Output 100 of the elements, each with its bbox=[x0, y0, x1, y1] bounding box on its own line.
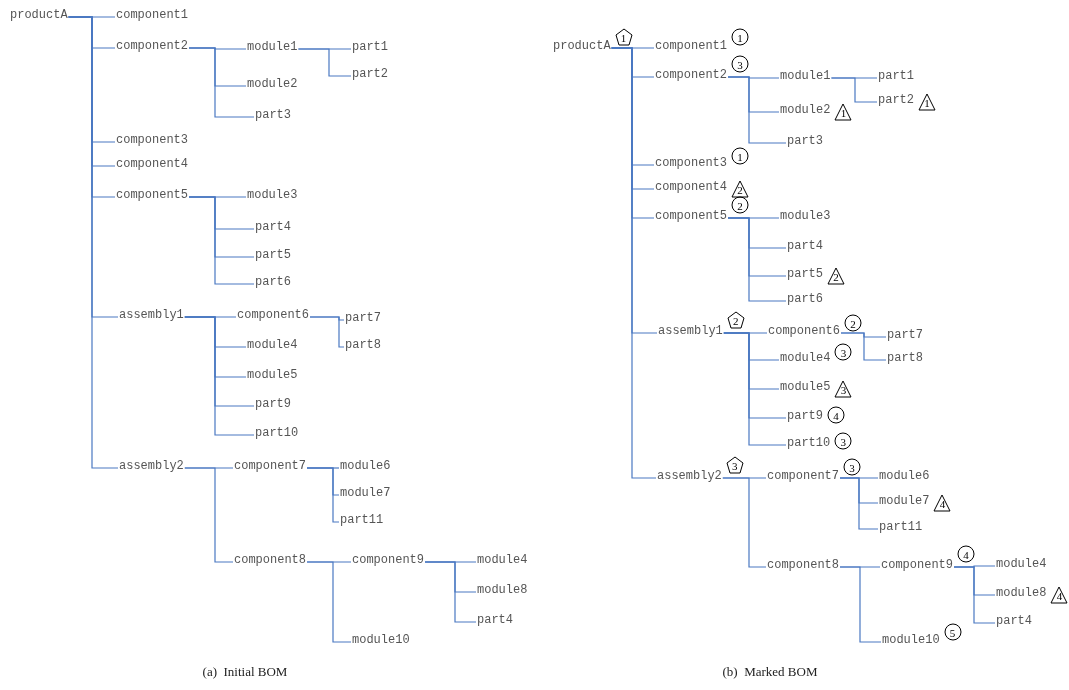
node-label: module3 bbox=[780, 209, 831, 223]
node-label: part4 bbox=[787, 239, 823, 253]
node-label: module10 bbox=[882, 633, 940, 647]
node-label: part9 bbox=[255, 397, 291, 411]
node-label: component3 bbox=[655, 156, 727, 170]
circle-marker: 1 bbox=[731, 147, 749, 165]
node-label: module7 bbox=[879, 494, 930, 508]
node-label: component7 bbox=[234, 459, 306, 473]
figure-caption: (a) Initial BOM bbox=[202, 664, 288, 680]
node-label: component6 bbox=[237, 308, 309, 322]
tree-connector bbox=[184, 467, 234, 563]
node-label: module4 bbox=[477, 553, 528, 567]
triangle-marker: 2 bbox=[827, 267, 845, 285]
node-label: part8 bbox=[887, 351, 923, 365]
node-label: module10 bbox=[352, 633, 410, 647]
node-label: module1 bbox=[247, 40, 298, 54]
tree-connector bbox=[727, 217, 787, 302]
node-label: module7 bbox=[340, 486, 391, 500]
triangle-marker: 3 bbox=[834, 380, 853, 398]
tree-connector bbox=[839, 566, 882, 643]
circle-marker: 2 bbox=[844, 314, 862, 332]
node-label: part5 bbox=[787, 267, 823, 281]
node-label: module2 bbox=[247, 77, 298, 91]
circle-marker: 3 bbox=[834, 343, 853, 361]
node-label: part4 bbox=[996, 614, 1032, 628]
node-label: part1 bbox=[352, 40, 388, 54]
node-label: component1 bbox=[116, 8, 188, 22]
tree-connector bbox=[722, 477, 767, 568]
tree-connector bbox=[424, 561, 477, 623]
node-label: part9 bbox=[787, 409, 823, 423]
node-label: module6 bbox=[340, 459, 391, 473]
triangle-marker: 4 bbox=[1050, 586, 1069, 604]
node-label: productA bbox=[10, 8, 68, 22]
node-label: part4 bbox=[255, 220, 291, 234]
tree-connector bbox=[840, 332, 887, 361]
node-label: component2 bbox=[655, 68, 727, 82]
node-label: assembly1 bbox=[119, 308, 184, 322]
node-label: component4 bbox=[116, 157, 188, 171]
tree-connector bbox=[830, 77, 878, 103]
pentagon-marker: 1 bbox=[614, 28, 633, 46]
tree-connector bbox=[727, 76, 787, 144]
node-label: module8 bbox=[996, 586, 1047, 600]
circle-marker: 3 bbox=[731, 55, 749, 73]
node-label: component9 bbox=[881, 558, 953, 572]
circle-marker: 5 bbox=[943, 623, 962, 641]
node-label: module8 bbox=[477, 583, 528, 597]
node-label: part2 bbox=[878, 93, 914, 107]
node-label: part10 bbox=[787, 436, 831, 450]
pentagon-marker: 2 bbox=[726, 311, 745, 329]
circle-marker: 4 bbox=[957, 545, 975, 563]
tree-connector bbox=[309, 316, 345, 348]
node-label: part11 bbox=[879, 520, 923, 534]
circle-marker: 1 bbox=[731, 28, 749, 46]
node-label: part7 bbox=[887, 328, 923, 342]
node-label: component5 bbox=[116, 188, 188, 202]
node-label: component6 bbox=[768, 324, 840, 338]
tree-connector bbox=[188, 47, 255, 118]
node-label: part5 bbox=[255, 248, 291, 262]
tree-connector bbox=[953, 566, 996, 624]
node-label: module4 bbox=[780, 351, 831, 365]
triangle-marker: 1 bbox=[834, 103, 853, 121]
node-label: component1 bbox=[655, 39, 727, 53]
node-label: assembly2 bbox=[119, 459, 184, 473]
triangle-marker: 2 bbox=[731, 180, 749, 198]
triangle-marker: 4 bbox=[933, 494, 952, 512]
node-label: component8 bbox=[767, 558, 839, 572]
circle-marker: 3 bbox=[834, 432, 853, 450]
node-label: component2 bbox=[116, 39, 188, 53]
node-label: module4 bbox=[247, 338, 298, 352]
circle-marker: 2 bbox=[731, 196, 749, 214]
node-label: part11 bbox=[340, 513, 384, 527]
node-label: productA bbox=[553, 39, 611, 53]
node-label: part3 bbox=[787, 134, 823, 148]
node-label: assembly2 bbox=[657, 469, 722, 483]
tree-connector bbox=[184, 316, 255, 436]
node-label: module6 bbox=[879, 469, 930, 483]
pentagon-marker: 3 bbox=[725, 456, 744, 474]
node-label: module5 bbox=[780, 380, 831, 394]
tree-connector bbox=[188, 196, 255, 285]
node-label: part1 bbox=[878, 69, 914, 83]
tree-connector bbox=[306, 561, 352, 643]
node-label: module3 bbox=[247, 188, 298, 202]
tree-connector bbox=[297, 48, 352, 77]
node-label: part3 bbox=[255, 108, 291, 122]
tree-connector bbox=[723, 332, 787, 446]
node-label: part6 bbox=[787, 292, 823, 306]
node-label: assembly1 bbox=[658, 324, 723, 338]
node-label: part6 bbox=[255, 275, 291, 289]
tree-connector bbox=[611, 47, 657, 479]
node-label: module2 bbox=[780, 103, 831, 117]
triangle-marker: 1 bbox=[918, 93, 936, 111]
node-label: part4 bbox=[477, 613, 513, 627]
circle-marker: 4 bbox=[827, 406, 845, 424]
tree-connector bbox=[839, 477, 879, 530]
node-label: module1 bbox=[780, 69, 831, 83]
figure-caption: (b) Marked BOM bbox=[722, 664, 818, 680]
node-label: component5 bbox=[655, 209, 727, 223]
node-label: part2 bbox=[352, 67, 388, 81]
tree-connector bbox=[306, 467, 340, 523]
node-label: component4 bbox=[655, 180, 727, 194]
